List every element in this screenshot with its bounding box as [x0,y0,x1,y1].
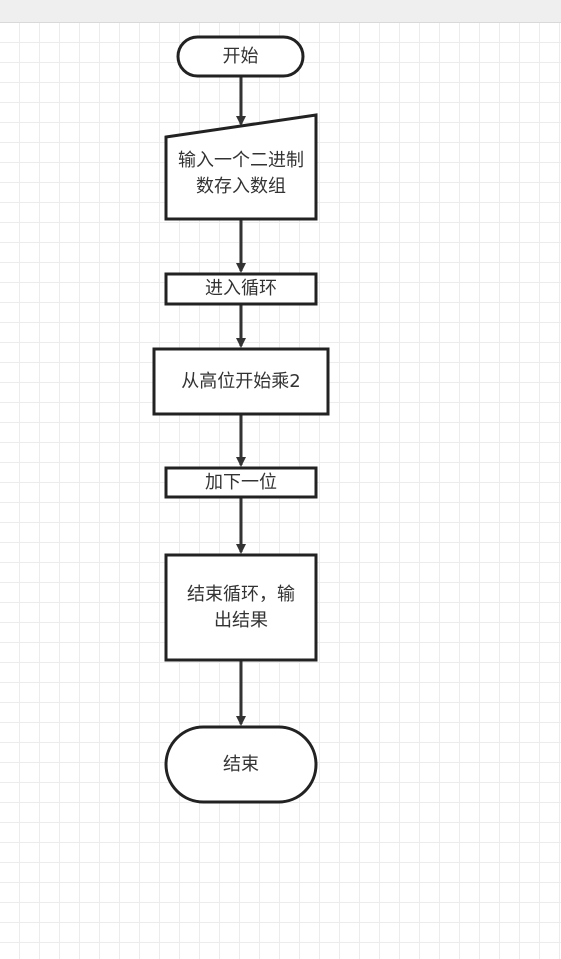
input-node[interactable] [164,113,318,221]
top-toolbar-strip [0,0,561,23]
add-node[interactable] [164,466,318,499]
multiply-node[interactable] [152,347,330,416]
finish-node[interactable] [164,553,318,662]
loop-node[interactable] [164,272,318,306]
end-node[interactable] [164,725,318,804]
start-node[interactable] [176,35,305,78]
